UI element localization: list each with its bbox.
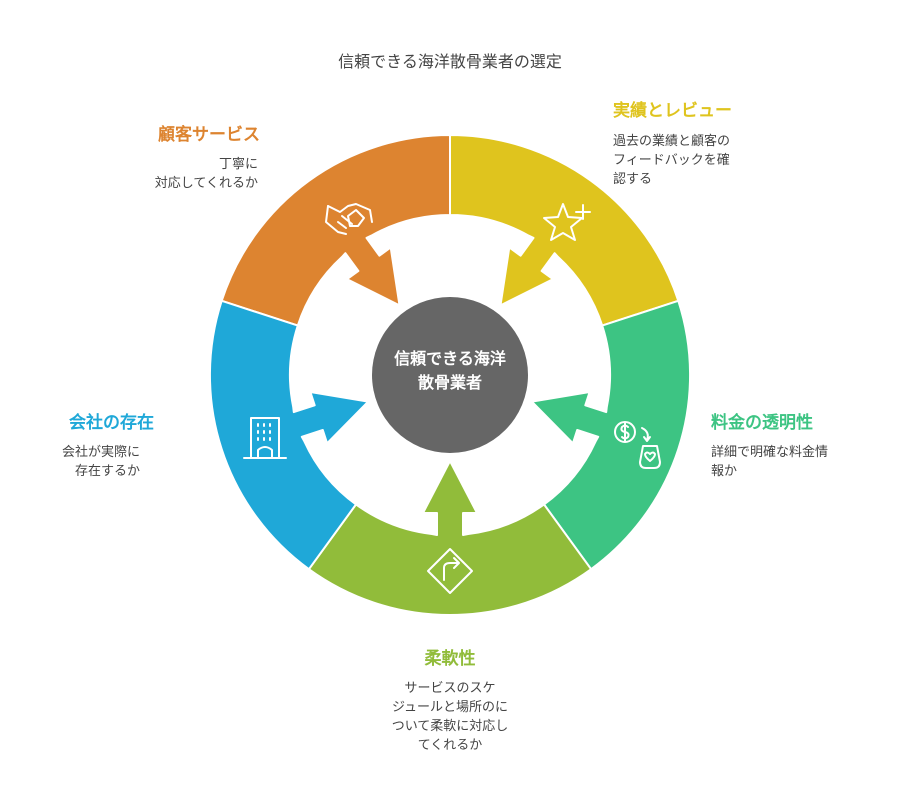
desc-line: サービスのスケ	[404, 681, 496, 696]
service-title: 顧客サービス	[158, 125, 260, 145]
desc-line: 詳細で明確な料金情	[711, 445, 829, 460]
diagram-title: 信頼できる海洋散骨業者の選定	[338, 52, 562, 71]
desc-line: てくれるか	[417, 738, 483, 753]
desc-line: 認する	[613, 172, 653, 187]
desc-line: 存在するか	[74, 464, 140, 479]
pricing-desc: 詳細で明確な料金情 報か	[711, 443, 828, 481]
segment-company	[208, 299, 370, 571]
building-icon	[243, 417, 287, 459]
star-plus-icon	[543, 203, 591, 241]
review-title: 実績とレビュー	[613, 101, 732, 121]
company-desc: 会社が実際に 存在するか	[62, 443, 140, 481]
center-label: 信頼できる海洋 散骨業者	[365, 347, 535, 395]
service-desc: 丁寧に 対応してくれるか	[155, 155, 258, 193]
handshake-icon	[325, 203, 373, 235]
center-circle	[372, 297, 528, 453]
flex-desc: サービスのスケ ジュールと場所のに ついて柔軟に対応し てくれるか	[0, 679, 900, 755]
desc-line: 丁寧に	[218, 157, 258, 172]
flex-title: 柔軟性	[424, 649, 476, 669]
pricing-title: 料金の透明性	[711, 413, 813, 433]
desc-line: ついて柔軟に対応し	[391, 719, 509, 734]
review-desc: 過去の業績と顧客の フィードバックを確 認する	[613, 132, 730, 189]
desc-line: 対応してくれるか	[154, 176, 258, 191]
desc-line: 過去の業績と顧客の	[613, 134, 731, 149]
center-line: 散骨業者	[417, 373, 482, 392]
desc-line: ジュールと場所のに	[391, 700, 509, 715]
direction-sign-icon	[427, 548, 473, 594]
desc-line: 会社が実際に	[61, 445, 140, 460]
money-bag-icon	[614, 421, 661, 469]
desc-line: フィードバックを確	[613, 153, 730, 168]
center-line: 信頼できる海洋	[394, 349, 506, 368]
desc-line: 報か	[711, 464, 738, 479]
ring	[208, 134, 692, 617]
company-title: 会社の存在	[69, 413, 154, 433]
